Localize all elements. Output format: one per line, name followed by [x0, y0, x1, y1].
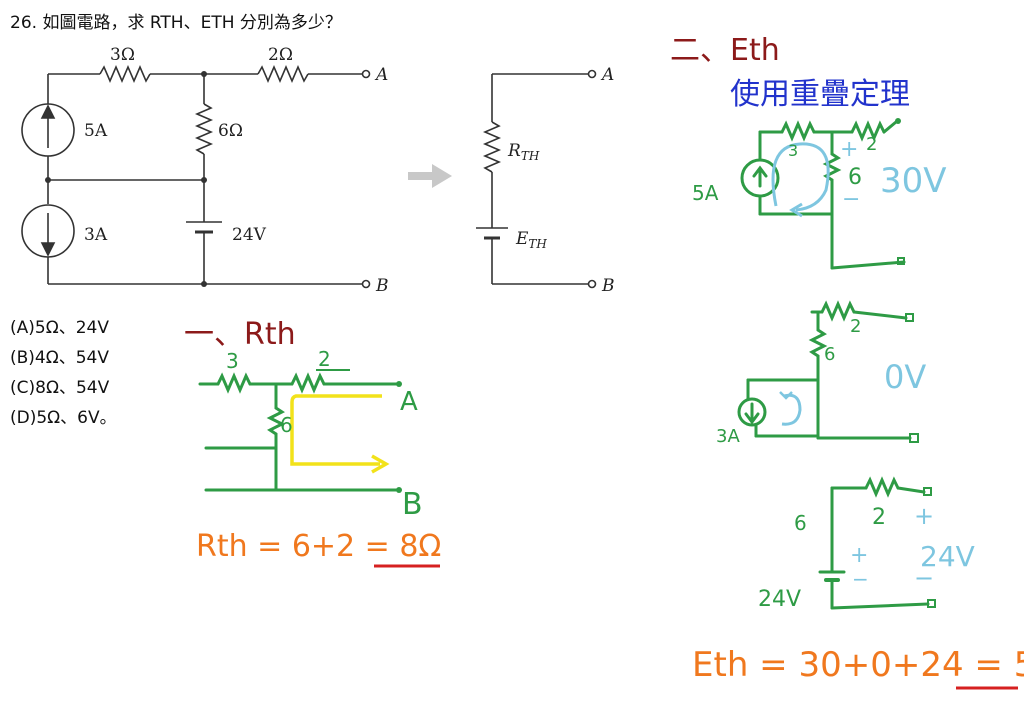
label-r3: 6Ω — [218, 121, 243, 141]
notes-rth-circuit — [198, 372, 400, 492]
label-term-a-right: A — [600, 65, 614, 85]
notes-eth-heading: 二、Eth — [670, 33, 780, 68]
notes-eth-s2-src: 3A — [716, 426, 740, 447]
label-term-b-right: B — [601, 276, 615, 296]
notes-eth-s3-plus-top: + — [914, 502, 934, 530]
notes-rth-term-a: A — [400, 387, 418, 417]
notes-eth-step1-loop — [771, 142, 830, 212]
option-c: (C)8Ω、54V — [10, 378, 110, 398]
option-b: (B)4Ω、54V — [10, 348, 109, 368]
notes-rth-result: Rth = 6+2 = 8Ω — [196, 529, 441, 564]
arrow-right-icon — [408, 164, 452, 188]
label-r2: 2Ω — [268, 45, 293, 65]
circuit-right — [476, 69, 597, 289]
notes-eth-s1-r2: 2 — [866, 134, 877, 155]
notes-eth-s1-value: 30V — [880, 161, 947, 201]
notes-rth-r-left: 3 — [226, 349, 239, 373]
notes-eth-s2-r3: 6 — [824, 344, 835, 365]
label-rth-sub: TH — [521, 149, 540, 163]
notes-eth-step2 — [737, 300, 912, 440]
notes-eth-s3-minus: − — [852, 567, 869, 591]
notes-eth-s3-plus-left: + — [850, 543, 868, 568]
option-d: (D)5Ω、6V。 — [10, 408, 117, 428]
label-eth-main: E — [515, 229, 529, 249]
notes-eth-step3 — [818, 476, 930, 610]
circuit-left — [21, 64, 371, 289]
notes-eth-result: Eth = 30+0+24 = 54V — [692, 645, 1024, 685]
notes-eth-s2-r2: 2 — [850, 316, 861, 337]
notes-eth-step1 — [740, 120, 906, 270]
label-term-b-left: B — [375, 276, 389, 296]
circuit-left-nodes — [45, 71, 207, 287]
label-rth: RTH — [507, 141, 540, 163]
notes-eth-s3-minus-left: − — [914, 564, 934, 592]
notes-eth-s3-value: 24V — [920, 540, 975, 573]
notes-rth-heading: 一、Rth — [184, 317, 296, 352]
notes-eth-s1-plus: + — [840, 137, 858, 162]
notes-eth-s3-r2: 2 — [872, 505, 886, 530]
notes-eth-s2-value: 0V — [884, 358, 926, 396]
option-a: (A)5Ω、24V — [10, 318, 109, 338]
notes-eth-s1-src: 5A — [692, 181, 719, 205]
notes-eth-s1-minus: − — [842, 187, 860, 212]
label-r1: 3Ω — [110, 45, 135, 65]
notes-rth-flow-arrow — [290, 394, 382, 466]
notes-eth-s3-src: 24V — [758, 587, 801, 612]
label-i2: 3A — [84, 225, 108, 245]
notes-rth-r-top: 2 — [318, 347, 331, 371]
notes-eth-step2-loop — [781, 393, 802, 426]
notes-eth-method: 使用重疊定理 — [730, 77, 910, 112]
label-i1: 5A — [84, 121, 108, 141]
notes-rth-term-b: B — [402, 487, 423, 522]
label-eth-sub: TH — [528, 237, 547, 251]
label-v1: 24V — [232, 225, 267, 245]
label-rth-main: R — [507, 141, 521, 161]
notes-eth-s1-r3: 6 — [848, 165, 862, 190]
notes-rth-r-mid: 6 — [280, 413, 293, 437]
label-eth: ETH — [515, 229, 547, 251]
label-term-a-left: A — [374, 65, 388, 85]
notes-eth-s1-r1: 3 — [788, 141, 798, 160]
question-text: 26. 如圖電路，求 RTH、ETH 分別為多少？ — [10, 13, 342, 33]
notes-eth-s3-r3: 6 — [794, 511, 807, 535]
